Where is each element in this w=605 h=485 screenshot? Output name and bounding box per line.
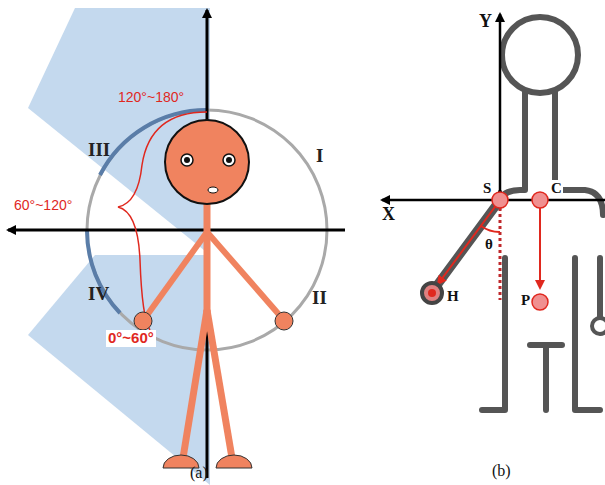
shoulder-point [492, 192, 508, 208]
hand [592, 318, 605, 334]
range-arc [87, 230, 120, 313]
angle-range: 120°~180° [118, 90, 184, 105]
arm-vector [438, 200, 500, 284]
pelvis-point [532, 294, 548, 310]
vertical-reference [499, 208, 502, 300]
point-label: H [446, 288, 460, 305]
panel-caption: (a) [190, 464, 208, 482]
x-axis [8, 229, 345, 232]
point-label: C [550, 180, 563, 197]
quadrant-number: IV [88, 284, 109, 305]
quadrant-number: II [312, 288, 327, 309]
axis-label: Y [478, 12, 493, 32]
axis-label: X [381, 205, 396, 225]
quadrant-number: I [316, 146, 323, 167]
center-point [532, 192, 548, 208]
y-axis [499, 14, 502, 195]
point-label: P [520, 292, 531, 309]
hand-point [422, 283, 442, 303]
point-label: S [482, 180, 492, 197]
angle-label: θ [484, 236, 494, 253]
angle-range: 0°~60° [106, 330, 156, 347]
quadrant-number: III [88, 140, 110, 161]
range-cone [28, 255, 210, 485]
center-vector [539, 208, 541, 288]
panel-caption: (b) [492, 462, 511, 480]
arm [432, 200, 500, 292]
y-axis [206, 10, 209, 478]
stick-figure [134, 120, 293, 468]
hand-point [428, 289, 436, 297]
angle-range: 60°~120° [14, 198, 72, 213]
angle-arc [481, 226, 500, 232]
